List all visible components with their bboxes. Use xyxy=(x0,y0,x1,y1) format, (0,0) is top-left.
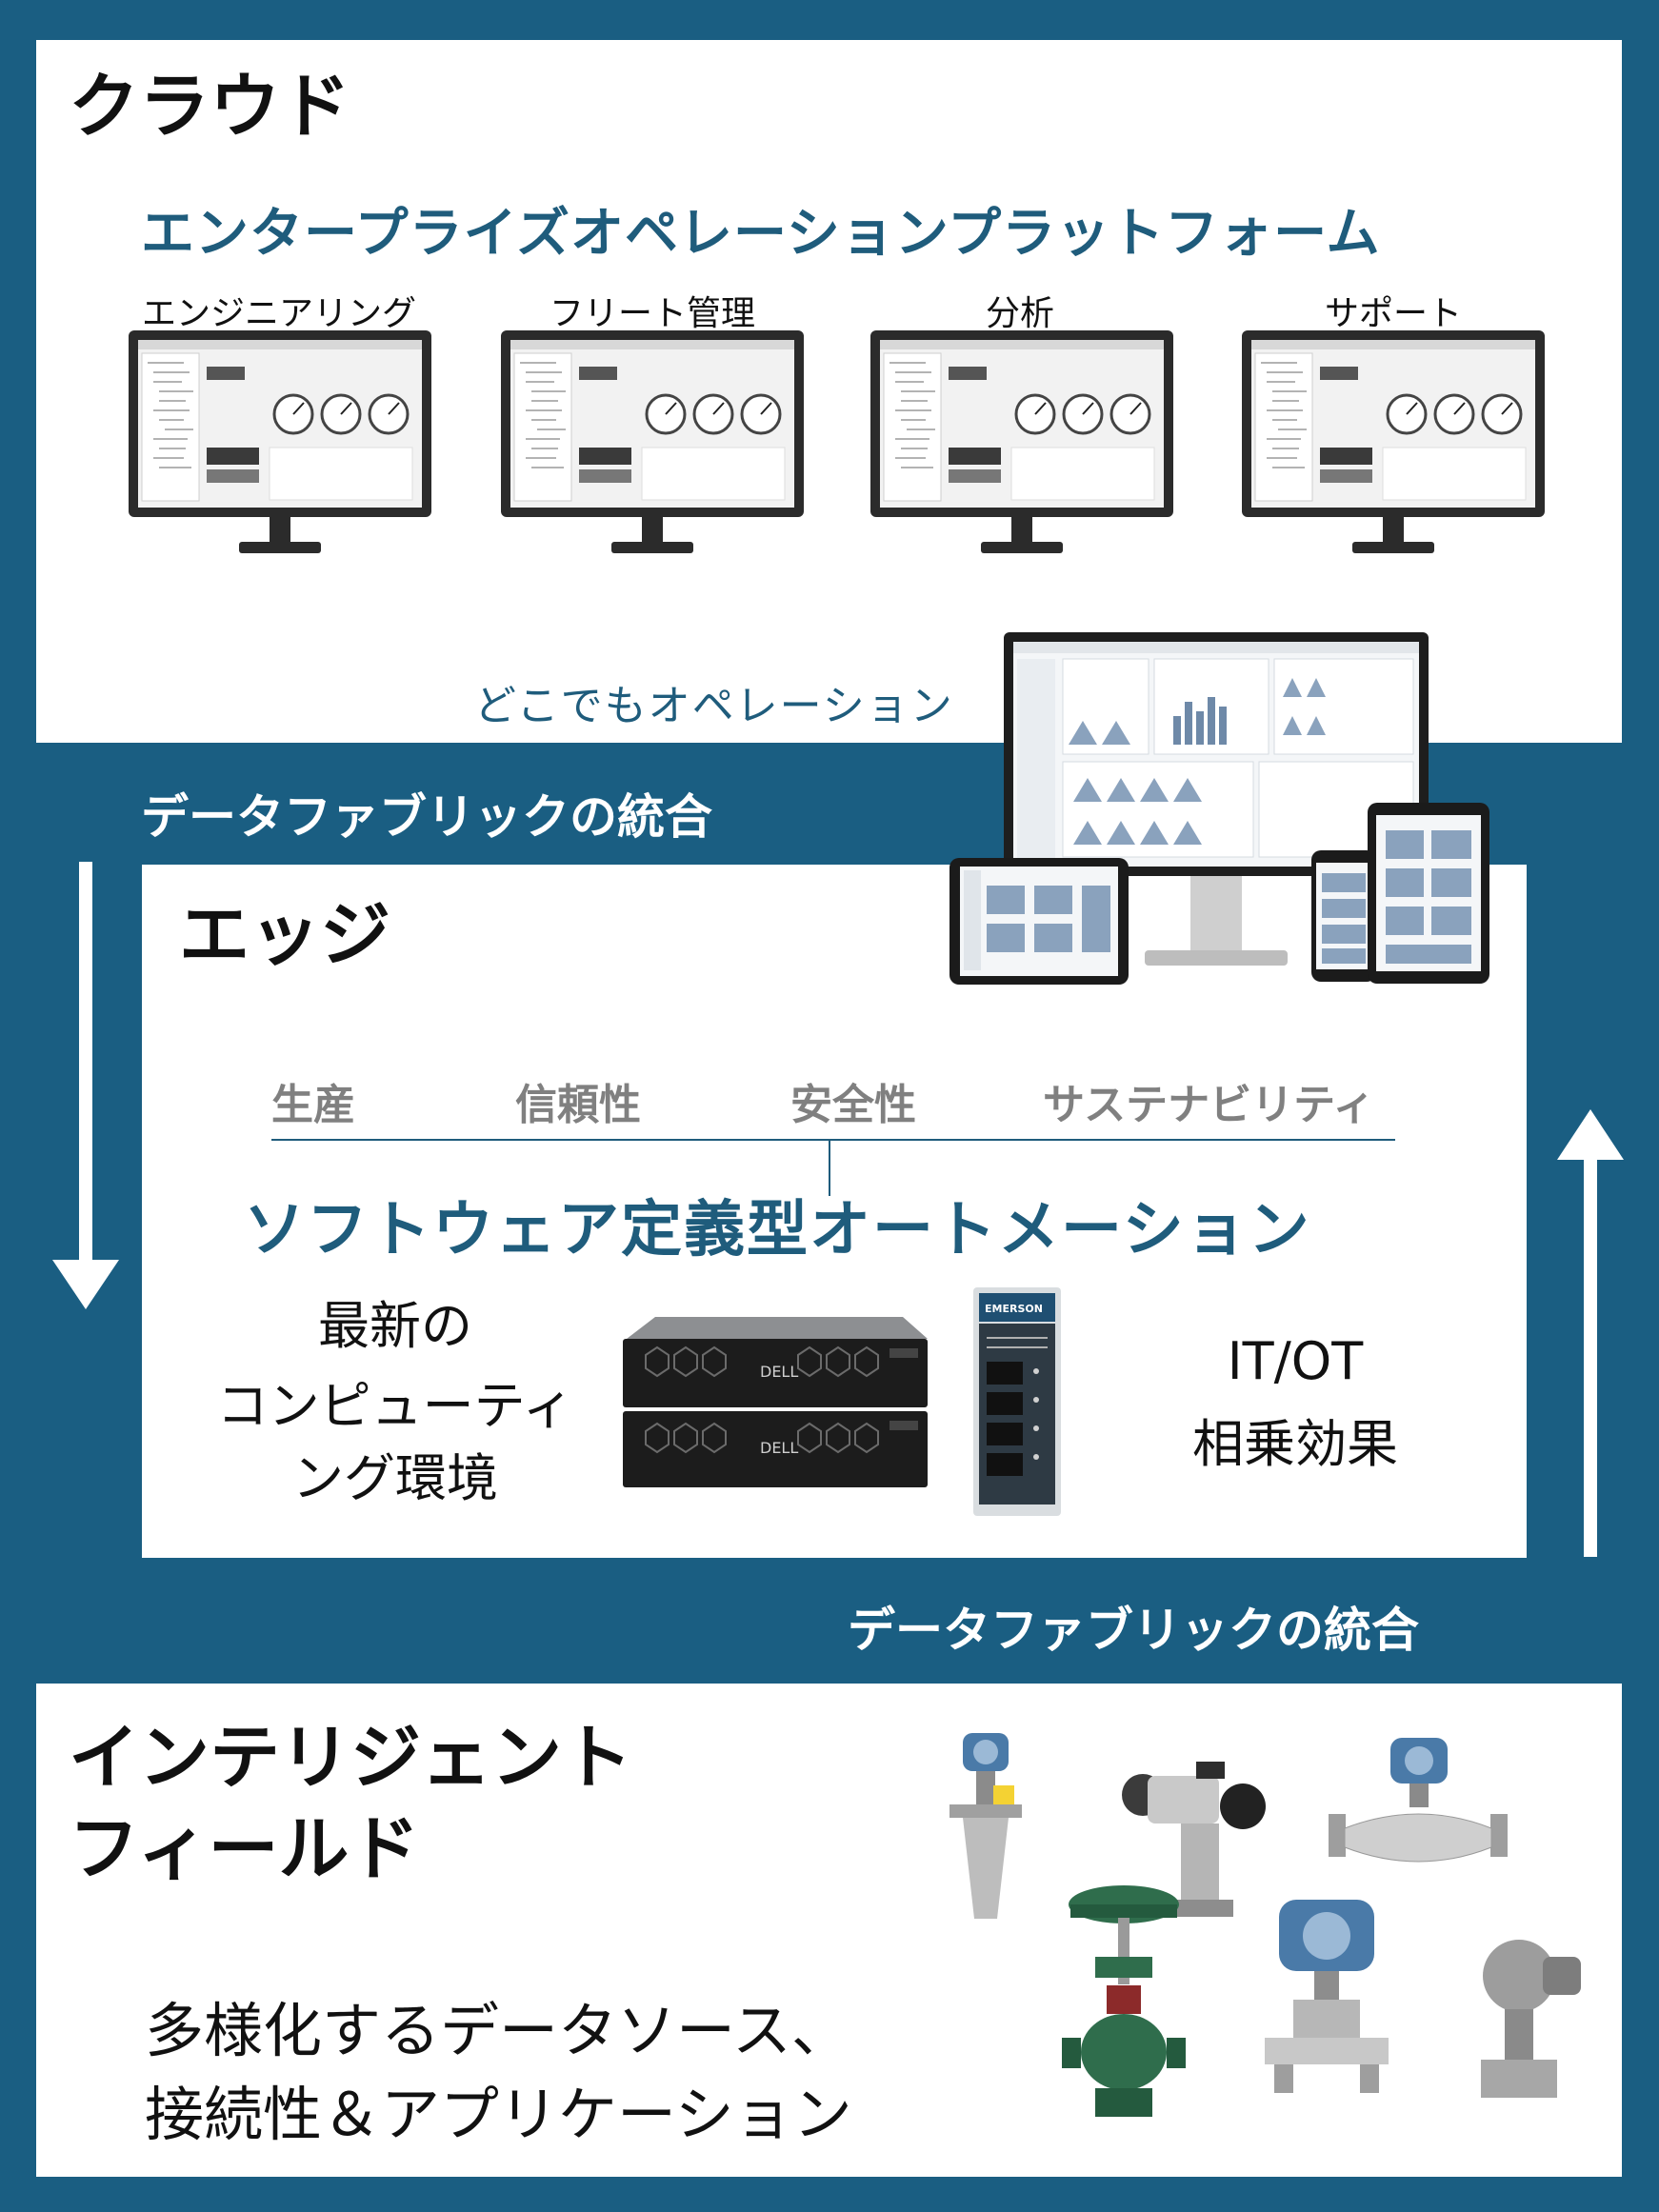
category-divider xyxy=(271,1139,1395,1141)
category-safety: 安全性 xyxy=(790,1081,916,1129)
field-desc-line-1: 多様化するデータソース、 xyxy=(145,1996,850,2065)
platform-title: エンタープライズオペレーションプラットフォーム xyxy=(141,203,1381,265)
edge-controller-icon: EMERSON xyxy=(973,1287,1061,1516)
radar-level-transmitter-icon xyxy=(949,1733,1022,1919)
computing-line-2: コンピューティ xyxy=(216,1376,574,1436)
up-arrow-icon xyxy=(1557,1109,1624,1557)
category-sustainability: サステナビリティ xyxy=(1043,1081,1375,1129)
anywhere-operations-label: どこでもオペレーション xyxy=(474,682,954,730)
category-reliability: 信頼性 xyxy=(515,1081,641,1129)
coriolis-flowmeter-icon xyxy=(1329,1738,1508,1863)
itot-line-1: IT/OT xyxy=(1227,1331,1364,1391)
tablet-right-icon xyxy=(1368,803,1489,984)
control-valve-icon xyxy=(1062,1885,1186,2117)
camera-instrument-icon xyxy=(1122,1762,1266,1917)
tablet-left-icon xyxy=(949,858,1129,985)
field-title-line-2: フィールド xyxy=(69,1808,420,1890)
monitor-label-analytics: 分析 xyxy=(985,294,1054,333)
monitor-label-support: サポート xyxy=(1324,294,1462,333)
field-desc-line-2: 接続性＆アプリケーション xyxy=(145,2080,852,2149)
computing-line-3: ング環境 xyxy=(292,1448,498,1508)
field-title-line-1: インテリジェント xyxy=(69,1717,632,1799)
itot-line-2: 相乗効果 xyxy=(1192,1414,1398,1474)
category-production: 生産 xyxy=(271,1081,355,1129)
monitor-label-engineering: エンジニアリング xyxy=(141,294,416,333)
integration-label-top: データファブリックの統合 xyxy=(141,789,712,845)
monitor-label-fleet: フリート管理 xyxy=(549,294,755,333)
server-brand-bottom: DELL xyxy=(760,1439,798,1457)
sda-title: ソフトウェア定義型オートメーション xyxy=(244,1195,1311,1265)
pressure-transmitter-icon xyxy=(1265,1900,1389,2093)
gas-detector-icon xyxy=(1481,1940,1581,2098)
monitor-analytics-icon xyxy=(870,330,1173,553)
down-arrow-icon xyxy=(52,862,119,1309)
server-rack-icon: DELL DELL xyxy=(623,1317,928,1487)
monitor-support-icon xyxy=(1242,330,1545,553)
controller-brand: EMERSON xyxy=(985,1303,1043,1315)
monitor-engineering-icon xyxy=(129,330,431,553)
phone-icon xyxy=(1311,850,1376,982)
edge-title: エッジ xyxy=(179,894,390,976)
integration-label-bottom: データファブリックの統合 xyxy=(848,1603,1419,1658)
server-brand-top: DELL xyxy=(760,1363,798,1381)
computing-line-1: 最新の xyxy=(318,1296,472,1356)
monitor-fleet-icon xyxy=(501,330,804,553)
cloud-title: クラウド xyxy=(69,66,350,148)
category-divider-tick xyxy=(829,1139,830,1196)
